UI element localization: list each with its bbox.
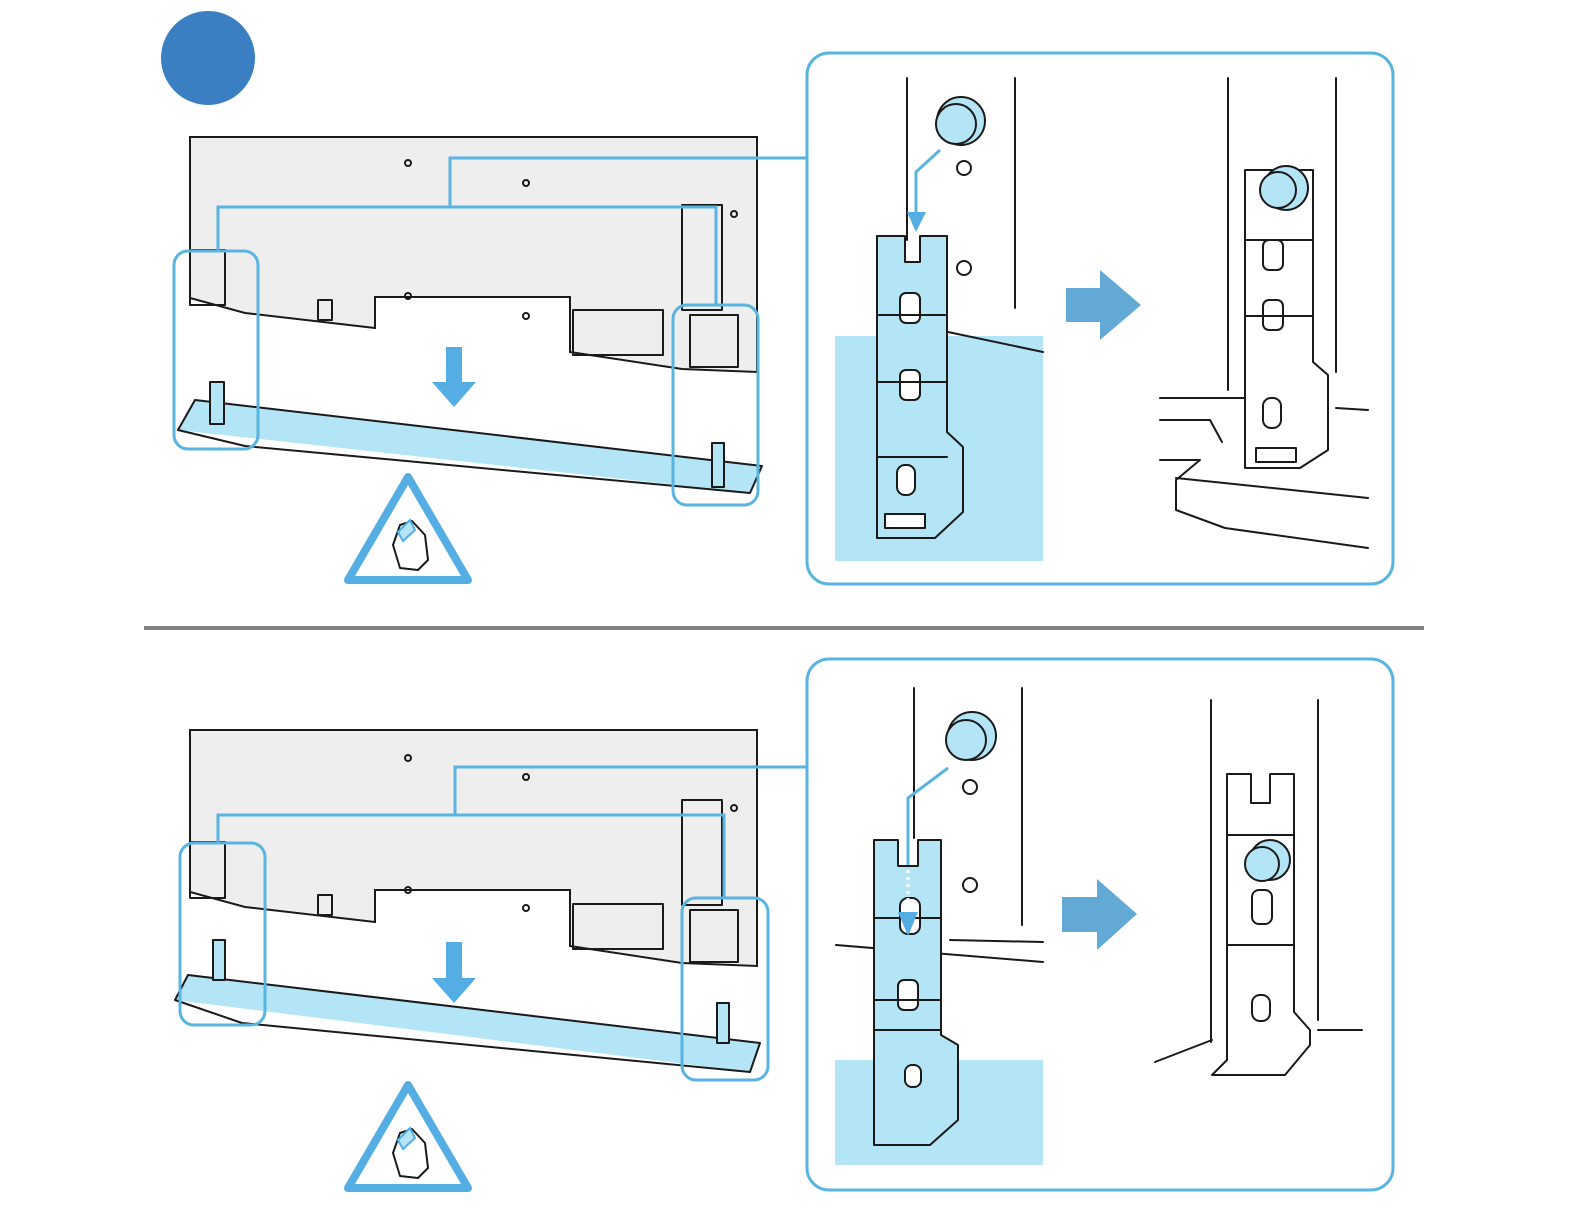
down-arrow-icon: [432, 347, 476, 407]
detail-after-top: [1160, 78, 1368, 548]
detail-before-top: [835, 78, 1043, 561]
stand-base-bottom: [175, 975, 760, 1072]
next-step-arrow-icon: [1062, 879, 1137, 950]
panel-bottom: [175, 659, 1393, 1190]
detail-after-bottom: [1155, 700, 1362, 1075]
stand-post-left-top: [210, 382, 224, 424]
pinch-hazard-icon: [348, 477, 468, 580]
detail-before-bottom: [835, 688, 1043, 1165]
stand-post-right-top: [712, 443, 724, 487]
tv-back-bottom: [190, 730, 757, 966]
step-badge: [161, 11, 255, 105]
panel-top: [174, 53, 1393, 584]
down-arrow-icon: [432, 942, 476, 1003]
next-step-arrow-icon: [1066, 270, 1141, 340]
pinch-hazard-icon: [348, 1085, 468, 1188]
stand-post-right-bottom: [717, 1003, 729, 1043]
stand-post-left-bottom: [213, 940, 225, 980]
